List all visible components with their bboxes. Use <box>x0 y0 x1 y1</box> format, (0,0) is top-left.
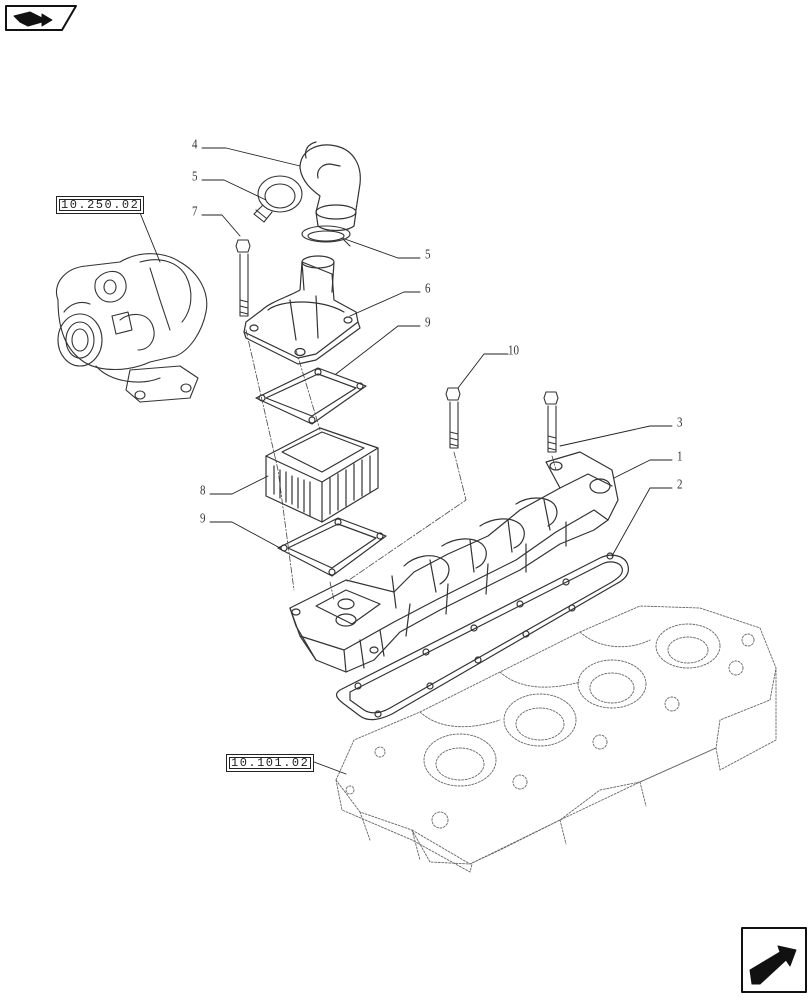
callout-10: 10 <box>508 343 519 359</box>
callout-6: 6 <box>425 281 431 297</box>
bolt-3-drawing <box>543 391 559 453</box>
cylinder-head-drawing <box>335 605 777 873</box>
callout-7: 7 <box>192 204 198 220</box>
reference-turbocharger-box[interactable]: 10.250.02 <box>56 196 145 214</box>
reference-cylinder-head-box[interactable]: 10.101.02 <box>226 754 315 772</box>
intake-manifold-drawing <box>289 451 619 673</box>
next-page-arrow-icon[interactable] <box>741 927 807 993</box>
manifold-gasket-drawing <box>335 552 629 721</box>
elbow-hose-drawing <box>299 141 361 232</box>
outlet-housing-drawing <box>243 255 361 365</box>
callout-9-lower: 9 <box>200 511 206 527</box>
gasket-lower-drawing <box>277 517 387 577</box>
bolt-10-drawing <box>445 387 461 449</box>
turbocharger-drawing <box>56 253 208 403</box>
heater-element-drawing <box>265 427 379 523</box>
gasket-upper-drawing <box>255 367 367 425</box>
bolt-7-drawing <box>235 239 251 317</box>
callout-8: 8 <box>200 483 206 499</box>
previous-page-arrow-icon[interactable] <box>5 5 77 31</box>
hose-clamp-lower-drawing <box>301 225 351 247</box>
callout-1: 1 <box>677 449 683 465</box>
callout-5-lower: 5 <box>425 247 431 263</box>
leader-lines <box>125 147 673 775</box>
callout-4: 4 <box>192 137 198 153</box>
callout-2: 2 <box>677 477 683 493</box>
assembly-center-lines <box>245 329 557 601</box>
callout-9-upper: 9 <box>425 315 431 331</box>
hose-clamp-upper-drawing <box>253 175 303 223</box>
callout-3: 3 <box>677 415 683 431</box>
callout-5-upper: 5 <box>192 169 198 185</box>
